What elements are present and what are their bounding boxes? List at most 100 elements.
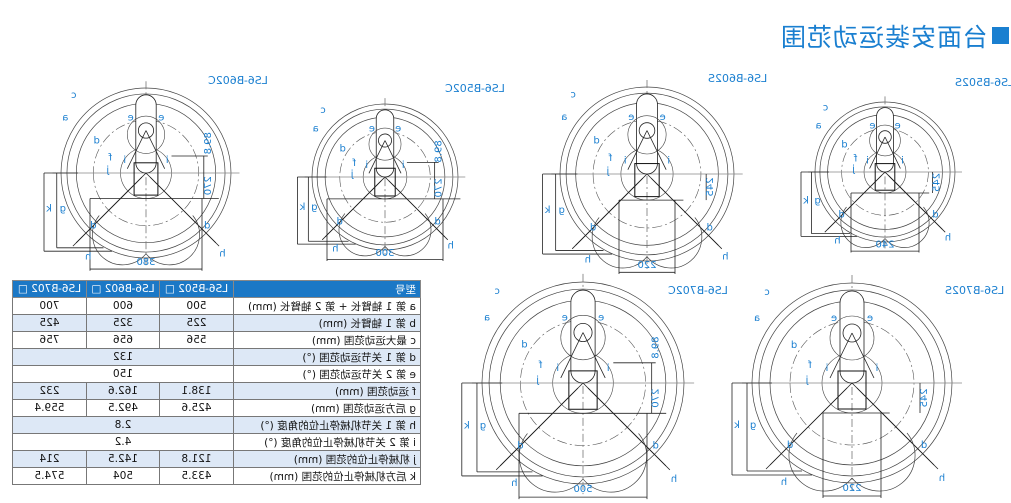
label-c: c (494, 286, 500, 297)
label-e: e (128, 112, 134, 123)
row-value: 150 (12, 365, 234, 383)
row-key: f (412, 385, 416, 398)
label-a: a (313, 124, 319, 135)
joint-limit-line (587, 387, 671, 471)
label-e: e (869, 121, 875, 132)
spec-table: 型号 LS6-B502 □ LS6-B602 □ LS6-B702 □ a 第 … (12, 280, 421, 485)
row-value: 600 (86, 297, 160, 315)
row-label: f 运动范围 (mm) (233, 382, 421, 400)
row-value: 225 (159, 314, 234, 332)
label-d: d (204, 220, 210, 231)
label-k: k (544, 205, 550, 216)
arm-line (829, 332, 853, 379)
height-dimension-label: 89.8 (203, 132, 214, 154)
joint-limit-line (321, 180, 382, 241)
row-value: 214 (12, 450, 87, 468)
rear-range-arc (92, 215, 147, 266)
label-g: g (814, 196, 820, 207)
elbow-range-circle (368, 127, 402, 161)
arm-line (368, 140, 386, 174)
rear-range-arc (851, 432, 916, 492)
label-d: d (90, 220, 96, 231)
label-k: k (803, 196, 809, 207)
rear-range-arc (384, 213, 432, 257)
label-h: h (511, 478, 517, 489)
arm-line (646, 130, 667, 170)
joint-limit-line (765, 387, 848, 470)
joint-limit-line (388, 180, 449, 241)
label-i: i (624, 156, 627, 167)
label-h: h (219, 248, 225, 259)
label-c: c (823, 102, 829, 113)
label-d: d (838, 210, 844, 221)
row-label: g 后方运动范围 (mm) (233, 399, 421, 417)
header-model-b502: LS6-B502 □ (159, 280, 234, 298)
label-h: h (945, 233, 951, 244)
row-label-text: 后方运动范围 (mm) (310, 402, 406, 415)
row-value: 492.5 (86, 399, 160, 417)
rear-range-arc (884, 206, 930, 248)
label-i: i (402, 160, 405, 171)
label-e: e (369, 124, 375, 135)
label-d: d (593, 136, 599, 147)
rear-range-arc (518, 433, 584, 493)
height-dimension-label: 270 (434, 178, 445, 197)
elbow-range-circle (127, 115, 166, 154)
rear-range-arc (591, 217, 648, 269)
label-e: e (395, 124, 401, 135)
label-f: f (538, 360, 542, 371)
label-g: g (311, 202, 317, 213)
label-d: d (521, 340, 527, 351)
rear-range-arc (788, 432, 853, 492)
row-key: h (409, 419, 416, 432)
row-value: 425 (12, 314, 87, 332)
arm-line (384, 140, 402, 174)
label-e: e (562, 312, 568, 323)
label-a: a (62, 112, 68, 123)
row-key: i (413, 436, 416, 449)
joint-limit-line (888, 175, 946, 233)
label-k: k (464, 420, 470, 431)
table-row: e 第 2 关节运动范围 (°)150 (12, 365, 421, 383)
joint-limit-line (824, 175, 882, 233)
label-f: f (808, 360, 812, 371)
label-i: i (876, 363, 879, 374)
label-d: d (337, 216, 343, 227)
label-d: d (706, 223, 712, 234)
label-h: h (448, 241, 454, 252)
label-d: d (791, 340, 797, 351)
label-j: j (806, 375, 810, 386)
row-value: 325 (86, 314, 160, 332)
label-j: j (536, 375, 540, 386)
row-label: d 第 1 关节运动范围 (°) (233, 348, 421, 366)
rear-range-arc (840, 206, 886, 248)
label-j: j (351, 169, 355, 180)
arm-line (560, 332, 584, 379)
row-value: 2.8 (12, 416, 234, 434)
row-label: h 第 1 关节机械停止位的角度 (°) (233, 416, 421, 434)
label-d: d (517, 441, 523, 452)
robot-base (634, 163, 660, 198)
row-value: 232 (12, 382, 87, 400)
rear-range-arc (582, 433, 648, 493)
width-dimension-label: 220 (637, 260, 656, 271)
label-i: i (826, 363, 829, 374)
row-label: b 第 1 轴臂长 (mm) (233, 314, 421, 332)
elbow-range-circle (829, 315, 875, 361)
label-j: j (606, 166, 610, 177)
row-label-text: 运动范围 (mm) (334, 385, 409, 398)
elbow-range-circle (869, 124, 901, 157)
arm-line (627, 130, 648, 170)
robot-base (374, 167, 396, 197)
arm-line (884, 136, 901, 169)
label-h: h (834, 235, 840, 246)
row-key: d (409, 351, 416, 364)
row-key: e (409, 368, 416, 381)
label-d: d (932, 210, 938, 221)
